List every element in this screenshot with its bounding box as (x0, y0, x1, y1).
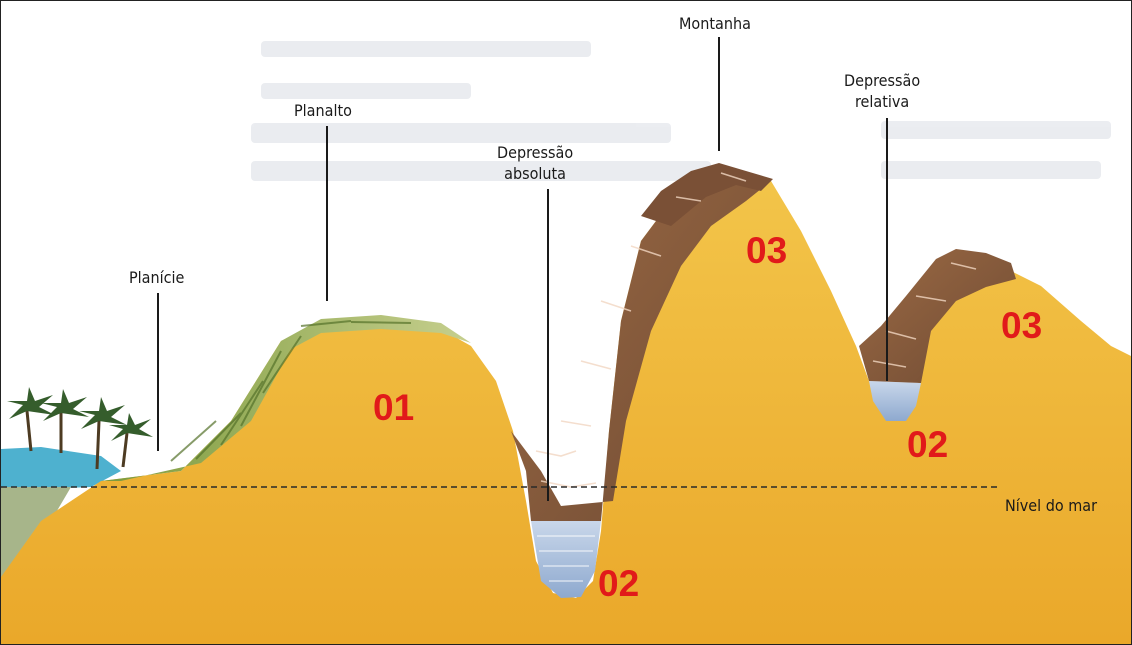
marker-right-peak: 03 (1001, 306, 1042, 346)
depressao-absoluta-line1: Depressão (497, 142, 573, 163)
marker-relative-depression: 02 (907, 425, 948, 465)
depressao-relativa-label: Depressão relativa (844, 70, 920, 112)
montanha-label: Montanha (679, 13, 751, 34)
depressao-absoluta-label: Depressão absoluta (497, 142, 573, 184)
planicie-label: Planície (129, 267, 184, 288)
depressao-absoluta-line2: absoluta (497, 163, 573, 184)
marker-plateau: 01 (373, 388, 414, 428)
marker-mountain: 03 (746, 231, 787, 271)
planalto-label: Planalto (294, 100, 352, 121)
background-bleed (251, 41, 1111, 181)
depressao-relativa-line1: Depressão (844, 70, 920, 91)
marker-absolute-depression: 02 (598, 564, 639, 604)
nivel-do-mar-label: Nível do mar (1005, 495, 1097, 516)
depressao-relativa-line2: relativa (844, 91, 920, 112)
